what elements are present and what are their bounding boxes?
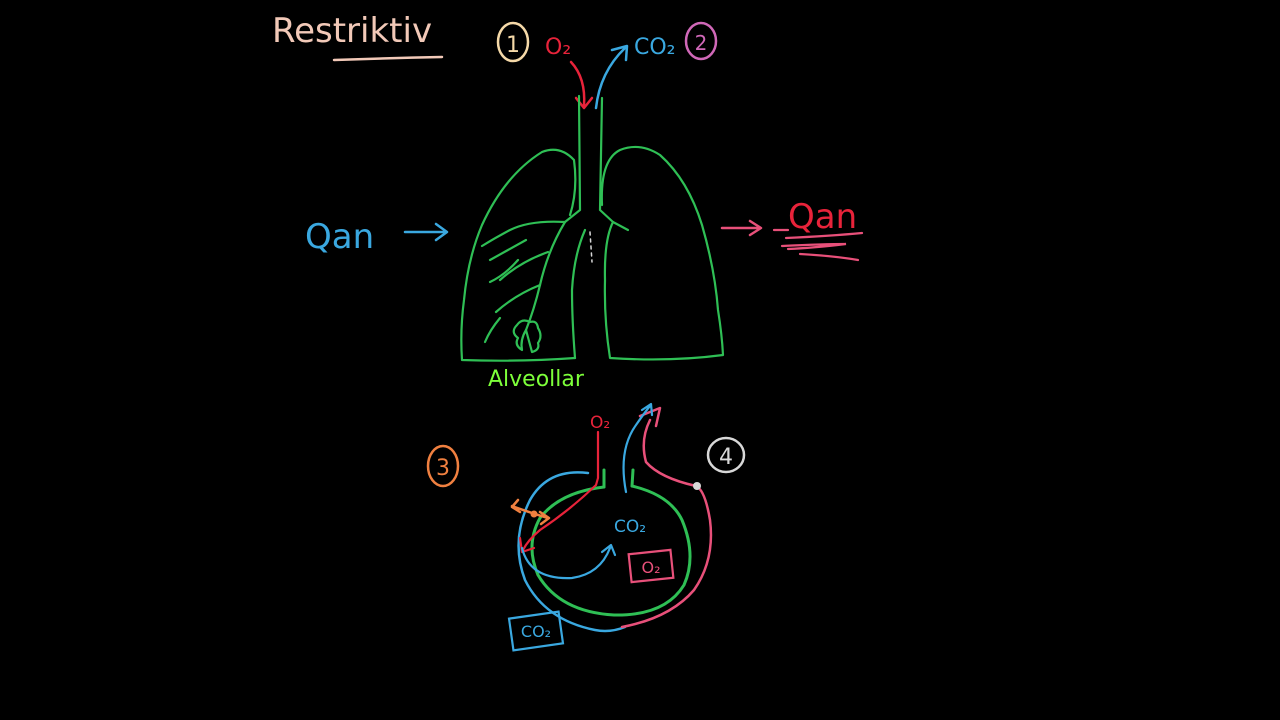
page-title: Restriktiv — [272, 11, 432, 51]
step-number-4: 4 — [719, 445, 733, 470]
step-marker-2: 2 — [684, 21, 718, 61]
o2-box: O₂ — [627, 548, 675, 584]
right-arrow-icon — [403, 222, 449, 242]
co2-exhale-arrow — [594, 44, 629, 110]
alveoli-label: Alveollar — [488, 367, 585, 392]
step-number-3: 3 — [436, 456, 450, 481]
lungs-icon — [460, 94, 725, 362]
blood-out-arrow — [720, 219, 763, 237]
co2-box: CO₂ — [507, 610, 565, 652]
gas-co2-alveolus: CO₂ — [614, 517, 646, 537]
step-marker-4: 4 — [706, 436, 746, 474]
step-number-1: 1 — [506, 33, 520, 58]
step-marker-1: 1 — [496, 21, 530, 63]
alveolus-icon — [510, 402, 713, 633]
o2-inhale-arrow — [569, 60, 594, 110]
blood-in-label: Qan — [305, 217, 374, 257]
co2-box-label: CO₂ — [521, 622, 551, 641]
blood-out-underline — [772, 228, 864, 262]
blood-out-label: Qan — [788, 197, 857, 237]
gas-o2-alveolus: O₂ — [590, 413, 610, 433]
title-underline — [332, 55, 444, 62]
step-marker-3: 3 — [426, 444, 460, 488]
step-number-2: 2 — [695, 31, 708, 55]
gas-o2-inhaled: O₂ — [545, 35, 571, 60]
o2-box-label: O₂ — [641, 558, 660, 577]
gas-co2-exhaled: CO₂ — [634, 35, 676, 60]
